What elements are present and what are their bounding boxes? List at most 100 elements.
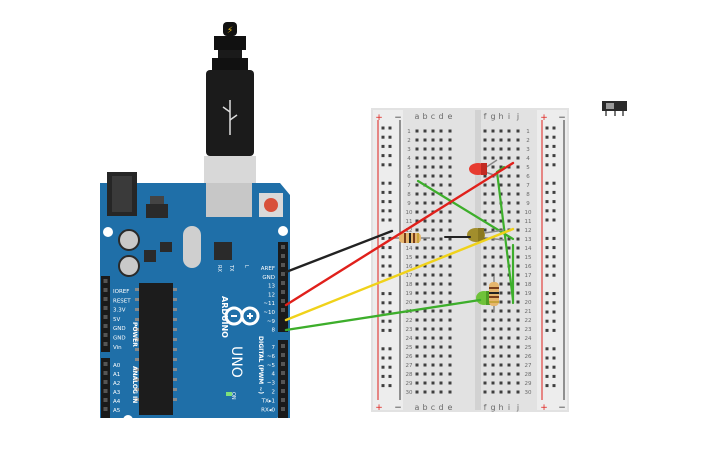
breadboard-hole[interactable] xyxy=(431,237,435,241)
breadboard-hole[interactable] xyxy=(516,174,520,178)
breadboard-hole[interactable] xyxy=(431,309,435,313)
breadboard-hole[interactable] xyxy=(483,228,487,232)
breadboard-hole[interactable] xyxy=(415,246,419,250)
breadboard-hole[interactable] xyxy=(439,219,443,223)
breadboard-hole[interactable] xyxy=(483,354,487,358)
header-socket[interactable] xyxy=(281,407,285,411)
breadboard-hole[interactable] xyxy=(507,183,511,187)
rail-hole[interactable] xyxy=(388,310,392,314)
breadboard-hole[interactable] xyxy=(423,264,427,268)
breadboard-hole[interactable] xyxy=(439,336,443,340)
breadboard-hole[interactable] xyxy=(423,129,427,133)
header-socket[interactable] xyxy=(103,342,108,346)
breadboard-hole[interactable] xyxy=(516,210,520,214)
breadboard-hole[interactable] xyxy=(516,318,520,322)
breadboard-hole[interactable] xyxy=(507,390,511,394)
rail-hole[interactable] xyxy=(381,135,385,139)
breadboard-hole[interactable] xyxy=(491,318,495,322)
breadboard-hole[interactable] xyxy=(516,138,520,142)
breadboard-hole[interactable] xyxy=(483,336,487,340)
breadboard-hole[interactable] xyxy=(423,219,427,223)
wire-yellow[interactable] xyxy=(284,227,515,322)
rail-hole[interactable] xyxy=(388,356,392,360)
rail-hole[interactable] xyxy=(545,301,549,305)
rail-hole[interactable] xyxy=(381,209,385,213)
breadboard-hole[interactable] xyxy=(507,381,511,385)
header-socket[interactable] xyxy=(103,407,108,411)
header-socket[interactable] xyxy=(281,290,285,294)
breadboard-hole[interactable] xyxy=(483,264,487,268)
breadboard-hole[interactable] xyxy=(499,165,503,169)
resistor-2-icon[interactable] xyxy=(489,276,499,312)
breadboard-hole[interactable] xyxy=(516,300,520,304)
breadboard-hole[interactable] xyxy=(439,183,443,187)
breadboard-hole[interactable] xyxy=(516,165,520,169)
rail-hole[interactable] xyxy=(552,374,556,378)
rail-hole[interactable] xyxy=(552,190,556,194)
breadboard-hole[interactable] xyxy=(499,291,503,295)
breadboard-hole[interactable] xyxy=(499,246,503,250)
breadboard-hole[interactable] xyxy=(439,282,443,286)
rail-hole[interactable] xyxy=(545,374,549,378)
breadboard-hole[interactable] xyxy=(415,372,419,376)
jumper-wire-2[interactable] xyxy=(495,170,515,302)
rail-hole[interactable] xyxy=(381,190,385,194)
rail-hole[interactable] xyxy=(388,292,392,296)
rail-hole[interactable] xyxy=(388,365,392,369)
breadboard-hole[interactable] xyxy=(499,381,503,385)
breadboard-hole[interactable] xyxy=(439,354,443,358)
wire-black[interactable] xyxy=(284,229,394,274)
breadboard-hole[interactable] xyxy=(483,174,487,178)
power-header[interactable] xyxy=(101,276,110,352)
rail-hole[interactable] xyxy=(545,236,549,240)
breadboard-hole[interactable] xyxy=(516,201,520,205)
rail-hole[interactable] xyxy=(545,310,549,314)
breadboard-hole[interactable] xyxy=(431,336,435,340)
breadboard-hole[interactable] xyxy=(491,273,495,277)
breadboard-hole[interactable] xyxy=(499,219,503,223)
breadboard-hole[interactable] xyxy=(483,318,487,322)
breadboard-hole[interactable] xyxy=(516,282,520,286)
breadboard-hole[interactable] xyxy=(431,300,435,304)
digital-header-bottom[interactable] xyxy=(278,340,288,418)
breadboard-hole[interactable] xyxy=(448,165,452,169)
rail-hole[interactable] xyxy=(388,374,392,378)
breadboard-hole[interactable] xyxy=(448,156,452,160)
breadboard-hole[interactable] xyxy=(448,174,452,178)
rail-hole[interactable] xyxy=(545,144,549,148)
rail-hole[interactable] xyxy=(552,209,556,213)
rail-hole[interactable] xyxy=(545,209,549,213)
breadboard-hole[interactable] xyxy=(483,372,487,376)
breadboard-hole[interactable] xyxy=(439,147,443,151)
rail-hole[interactable] xyxy=(552,181,556,185)
breadboard-hole[interactable] xyxy=(499,354,503,358)
breadboard-hole[interactable] xyxy=(439,264,443,268)
header-socket[interactable] xyxy=(103,297,108,301)
breadboard-hole[interactable] xyxy=(499,156,503,160)
breadboard-hole[interactable] xyxy=(499,192,503,196)
breadboard-hole[interactable] xyxy=(507,156,511,160)
breadboard-hole[interactable] xyxy=(431,219,435,223)
breadboard-hole[interactable] xyxy=(491,129,495,133)
rail-hole[interactable] xyxy=(545,200,549,204)
rail-hole[interactable] xyxy=(545,135,549,139)
breadboard-hole[interactable] xyxy=(439,237,443,241)
breadboard-hole[interactable] xyxy=(499,138,503,142)
breadboard-hole[interactable] xyxy=(491,138,495,142)
header-socket[interactable] xyxy=(281,389,285,393)
breadboard-hole[interactable] xyxy=(448,219,452,223)
breadboard-hole[interactable] xyxy=(431,327,435,331)
breadboard-hole[interactable] xyxy=(516,237,520,241)
breadboard-hole[interactable] xyxy=(448,246,452,250)
rail-hole[interactable] xyxy=(388,255,392,259)
rail-hole[interactable] xyxy=(381,384,385,388)
breadboard-hole[interactable] xyxy=(516,345,520,349)
rail-hole[interactable] xyxy=(381,273,385,277)
breadboard-hole[interactable] xyxy=(415,228,419,232)
rail-hole[interactable] xyxy=(552,264,556,268)
breadboard-hole[interactable] xyxy=(439,273,443,277)
breadboard-hole[interactable] xyxy=(507,165,511,169)
rail-hole[interactable] xyxy=(552,135,556,139)
rail-hole[interactable] xyxy=(381,356,385,360)
rail-hole[interactable] xyxy=(552,328,556,332)
